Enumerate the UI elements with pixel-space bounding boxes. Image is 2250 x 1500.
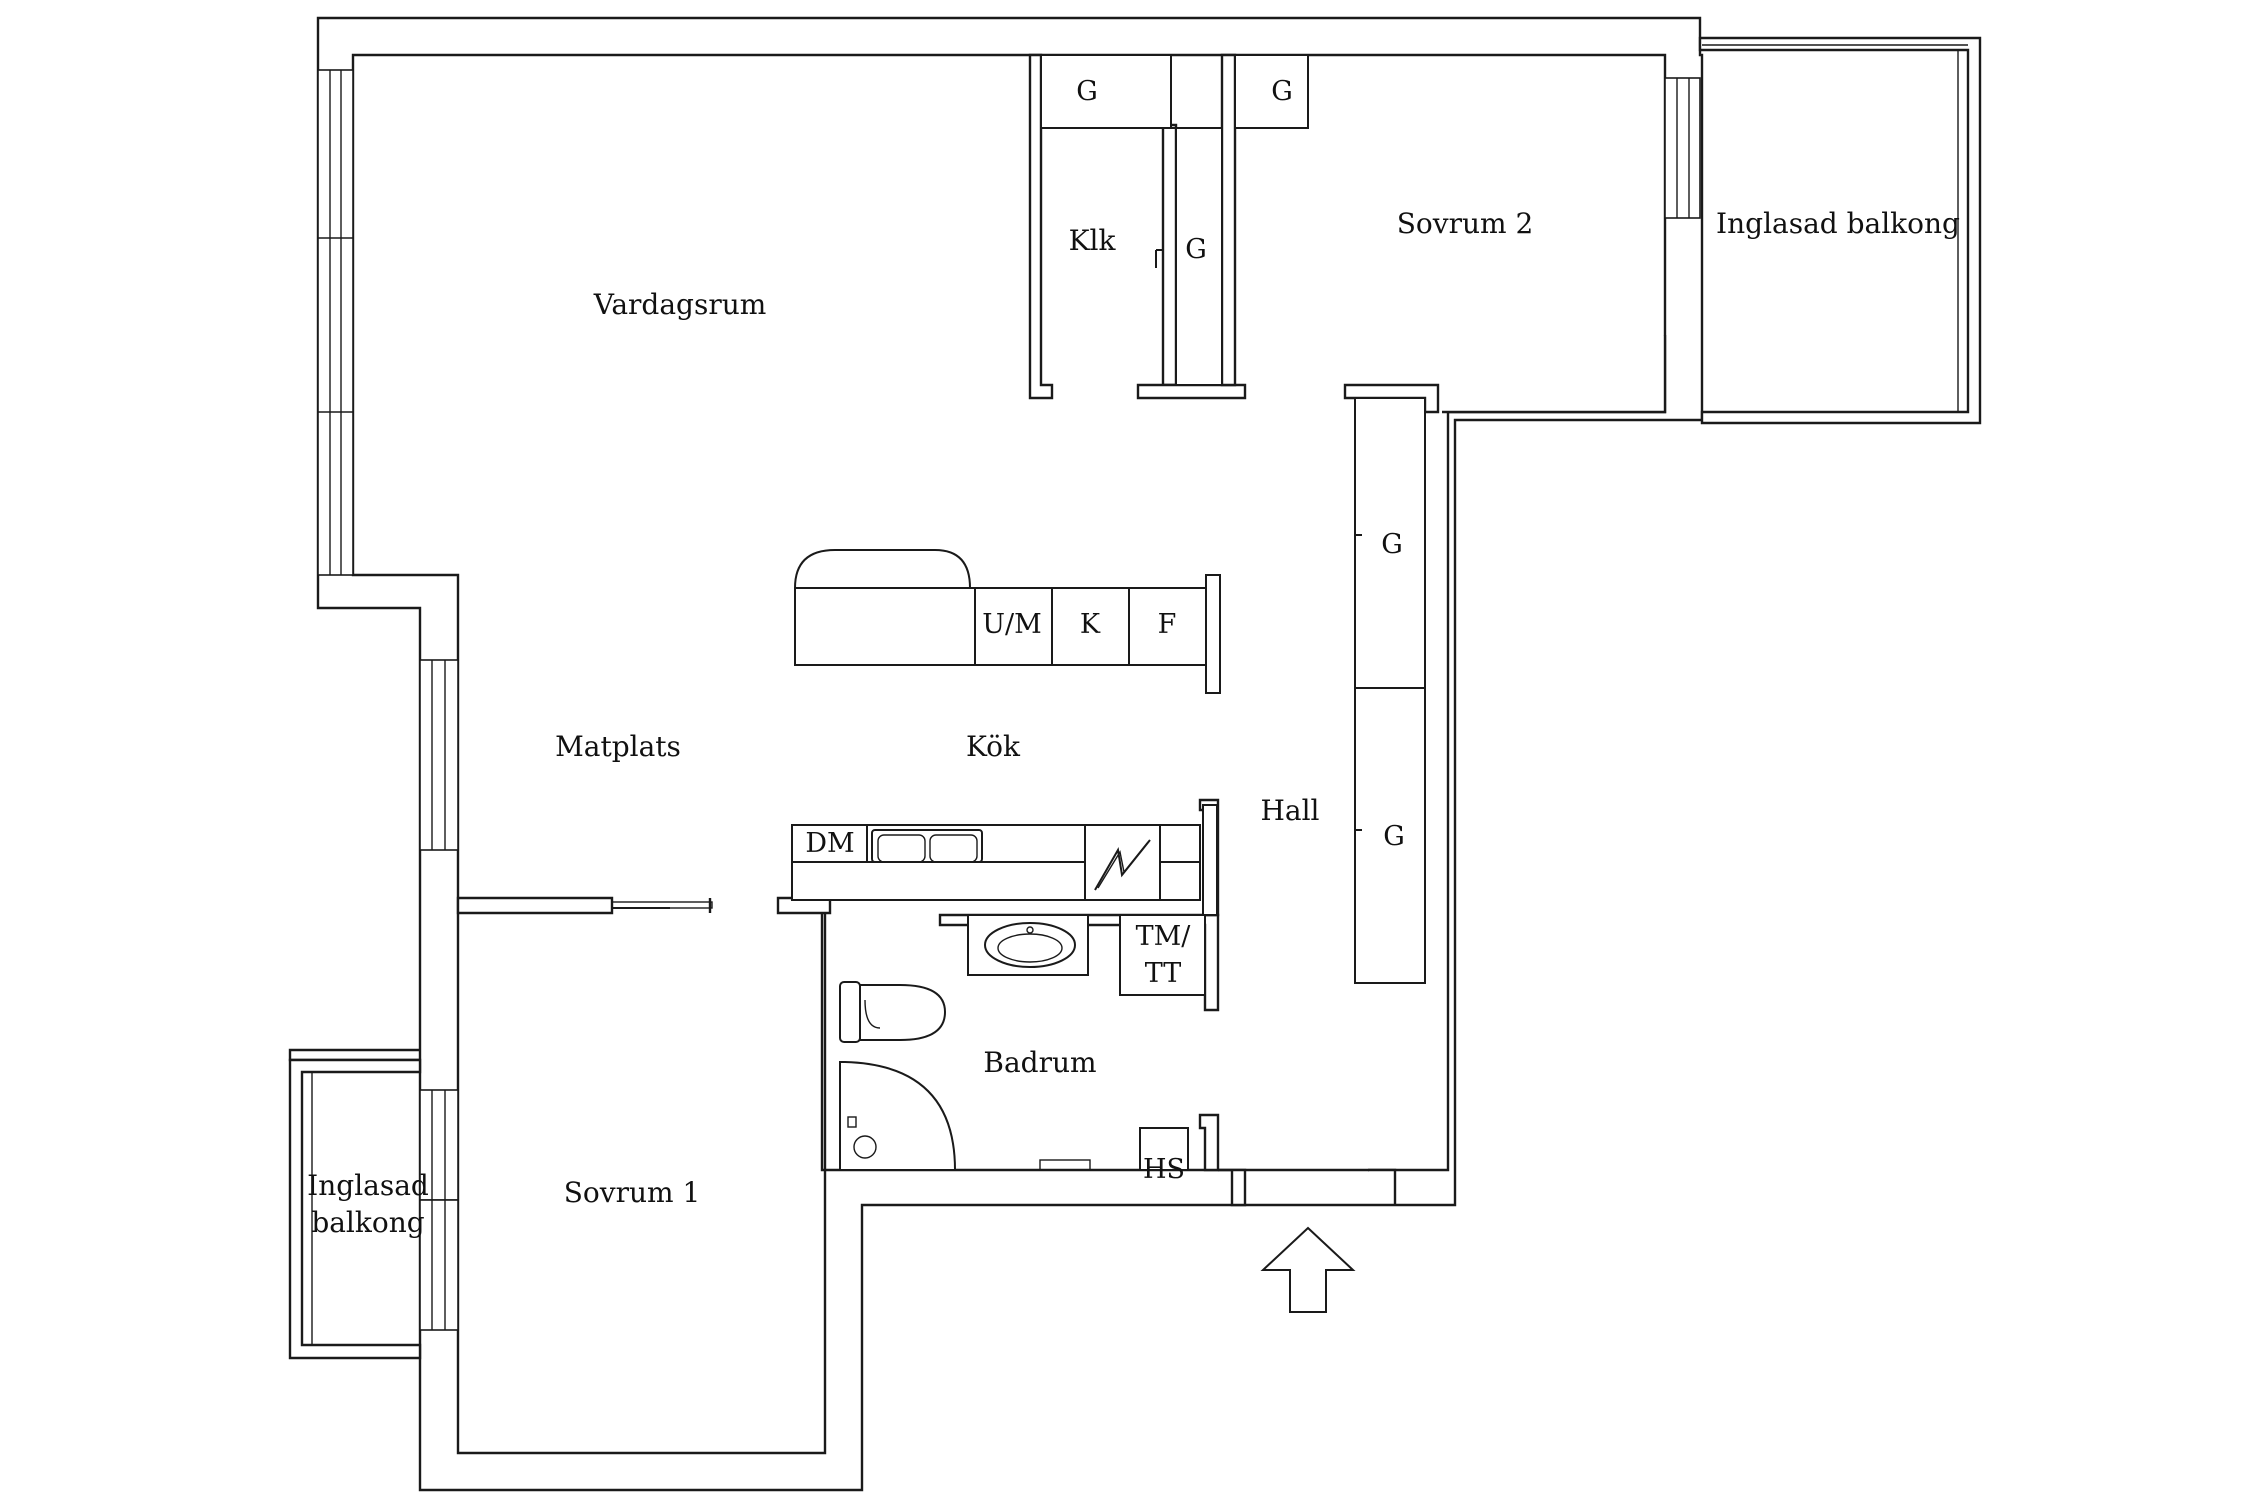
entrance-arrow-icon: [1260, 1226, 1356, 1313]
label-hall: Hall: [1260, 794, 1319, 827]
balcony-right: [1664, 36, 1982, 425]
shower-icon: [839, 1061, 957, 1171]
kitchen-upper-counter: [793, 549, 1221, 694]
balcony-left: [288, 1058, 459, 1360]
stove-icon: [1084, 824, 1161, 901]
label-balkong-left-2: balkong: [311, 1206, 424, 1239]
toilet-icon: [839, 981, 947, 1043]
label-g-hall-upper: G: [1381, 529, 1403, 560]
label-kok: Kök: [966, 730, 1021, 763]
label-f: F: [1158, 609, 1177, 640]
label-sovrum2: Sovrum 2: [1397, 207, 1534, 240]
label-vardagsrum: Vardagsrum: [593, 288, 767, 321]
label-klk: Klk: [1069, 224, 1117, 257]
label-dm: DM: [805, 828, 854, 859]
label-balkong-left-1: Inglasad: [307, 1169, 429, 1202]
label-sovrum1: Sovrum 1: [564, 1176, 701, 1209]
label-badrum: Badrum: [983, 1046, 1096, 1079]
label-um: U/M: [982, 609, 1042, 640]
kitchen-lower-counter: [791, 804, 1218, 916]
bathroom-fixtures: [839, 914, 1206, 1171]
wardrobes-top: [1040, 54, 1309, 386]
label-balkong-right: Inglasad balkong: [1716, 207, 1960, 240]
room-labels: Vardagsrum Matplats Kök Hall Badrum Sovr…: [307, 207, 1960, 1239]
label-hs: HS: [1143, 1154, 1185, 1185]
washbasin-icon: [984, 922, 1076, 968]
label-tt: TT: [1145, 958, 1182, 989]
label-g-top-right: G: [1271, 76, 1293, 107]
label-g-klk: G: [1185, 234, 1207, 265]
label-matplats: Matplats: [555, 730, 681, 763]
fixture-labels: G G G G G U/M K F DM TM/ TT HS: [805, 76, 1404, 1185]
label-tm: TM/: [1136, 921, 1192, 952]
window-matplats: [419, 659, 459, 851]
label-g-top-left: G: [1076, 76, 1098, 107]
kitchen-sink-icon: [871, 829, 983, 863]
label-g-hall-lower: G: [1383, 821, 1405, 852]
window-left-vardagsrum: [317, 69, 354, 576]
label-k: K: [1080, 609, 1101, 640]
